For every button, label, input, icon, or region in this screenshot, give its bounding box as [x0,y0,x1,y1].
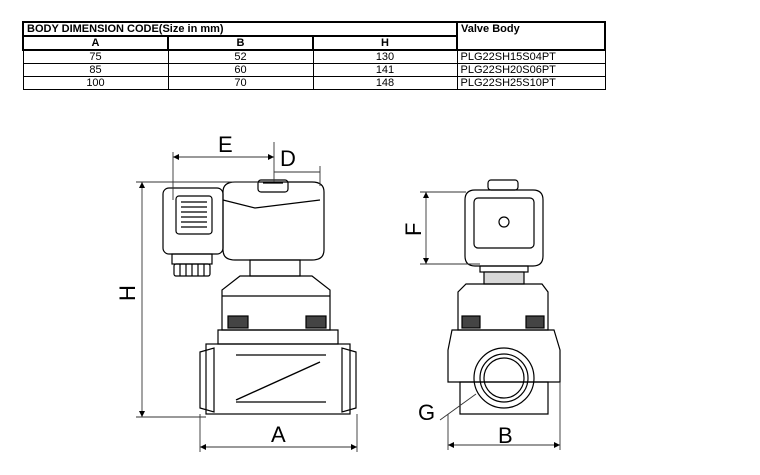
cell-a: 75 [22,50,168,64]
table-row: 75 52 130 PLG22SH15S04PT [22,50,606,64]
connector-housing [162,187,224,255]
cell-a: 100 [22,76,168,90]
coil-nut [257,179,289,193]
side-view [420,179,561,450]
cell-b: 60 [167,63,313,77]
cell-model: PLG22SH25S10PT [456,76,606,90]
cell-b: 52 [167,50,313,64]
column-header-b: B [167,35,314,51]
column-header-h: H [312,35,458,51]
valve-body-header: Valve Body [456,21,606,51]
label-f: F [401,223,426,236]
label-a: A [271,422,286,447]
cell-model: PLG22SH15S04PT [456,50,606,64]
dimension-lines [136,142,358,452]
body-dimension-table: BODY DIMENSION CODE(Size in mm) Valve Bo… [22,21,606,90]
cell-h: 141 [312,63,457,77]
label-e: E [218,132,233,157]
table-title: BODY DIMENSION CODE(Size in mm) [22,21,458,37]
cell-h: 148 [312,76,457,90]
cell-a: 85 [22,63,168,77]
valve-body [205,343,351,415]
column-header-a: A [22,35,169,51]
table-row: 100 70 148 PLG22SH25S10PT [22,76,606,90]
table-row: 85 60 141 PLG22SH20S06PT [22,63,606,77]
port-outer [473,347,535,409]
front-view [136,142,358,452]
label-b: B [498,423,513,448]
label-g: G [418,400,435,425]
cell-h: 130 [312,50,457,64]
cell-model: PLG22SH20S06PT [456,63,606,77]
side-dimension-lines [420,191,561,450]
side-coil-housing [464,189,544,267]
coil-housing [222,181,325,261]
cell-b: 70 [167,76,313,90]
label-d: D [280,146,296,171]
label-h: H [115,285,140,301]
